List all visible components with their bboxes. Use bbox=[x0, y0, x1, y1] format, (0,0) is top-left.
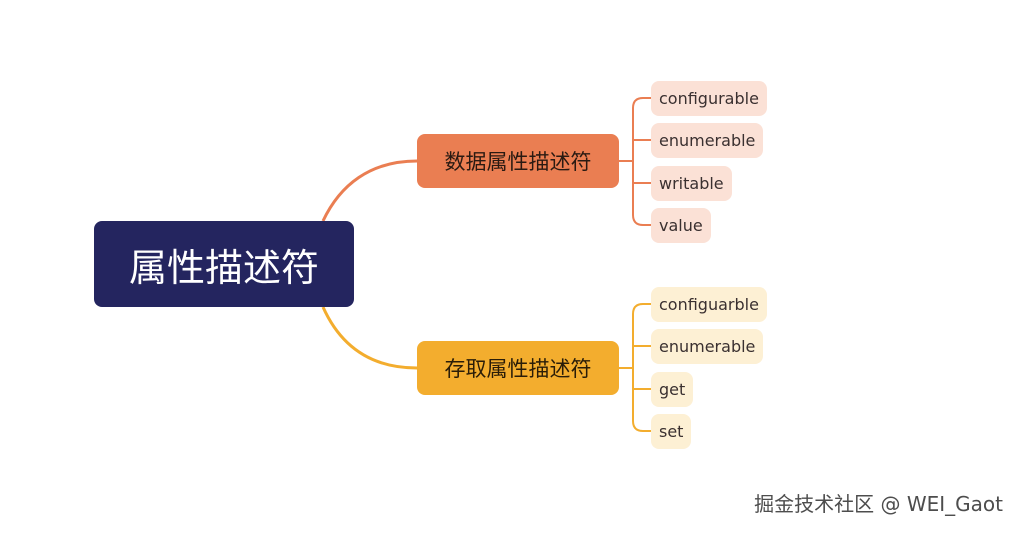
leaf-node-data-value[interactable]: value bbox=[651, 208, 711, 243]
connector-root-to-data bbox=[321, 159, 418, 222]
leaf-node-data-enumerable[interactable]: enumerable bbox=[651, 123, 764, 158]
connector-data-leaf-1 bbox=[632, 97, 651, 109]
connector-root-to-access bbox=[321, 306, 418, 370]
leaf-node-label: set bbox=[659, 422, 684, 441]
leaf-node-access-configuarble[interactable]: configuarble bbox=[651, 287, 767, 322]
connector-access-leaf-1 bbox=[632, 303, 651, 315]
leaf-node-label: get bbox=[659, 380, 686, 399]
leaf-node-label: configurable bbox=[659, 89, 759, 108]
connector-access-leaf-4 bbox=[632, 420, 651, 432]
branch-node-accessor-descriptor[interactable]: 存取属性描述符 bbox=[417, 341, 619, 395]
branch-node-label: 数据属性描述符 bbox=[444, 150, 592, 174]
leaf-node-label: enumerable bbox=[659, 131, 756, 150]
leaf-node-label: value bbox=[659, 216, 703, 235]
leaf-node-label: enumerable bbox=[659, 337, 756, 356]
leaf-node-access-set[interactable]: set bbox=[651, 414, 692, 449]
connector-data-leaf-4 bbox=[632, 214, 651, 226]
leaf-node-access-get[interactable]: get bbox=[651, 372, 694, 407]
leaf-node-label: writable bbox=[659, 174, 724, 193]
leaf-node-label: configuarble bbox=[659, 295, 759, 314]
watermark: 掘金技术社区 @ WEI_Gaot bbox=[754, 492, 1003, 516]
root-node[interactable]: 属性描述符 bbox=[94, 221, 354, 307]
branch-node-label: 存取属性描述符 bbox=[444, 357, 592, 381]
branch-node-data-descriptor[interactable]: 数据属性描述符 bbox=[417, 134, 619, 188]
root-node-label: 属性描述符 bbox=[128, 245, 319, 290]
leaf-node-data-configurable[interactable]: configurable bbox=[651, 81, 767, 116]
leaf-node-access-enumerable[interactable]: enumerable bbox=[651, 329, 764, 364]
leaf-node-data-writable[interactable]: writable bbox=[651, 166, 732, 201]
